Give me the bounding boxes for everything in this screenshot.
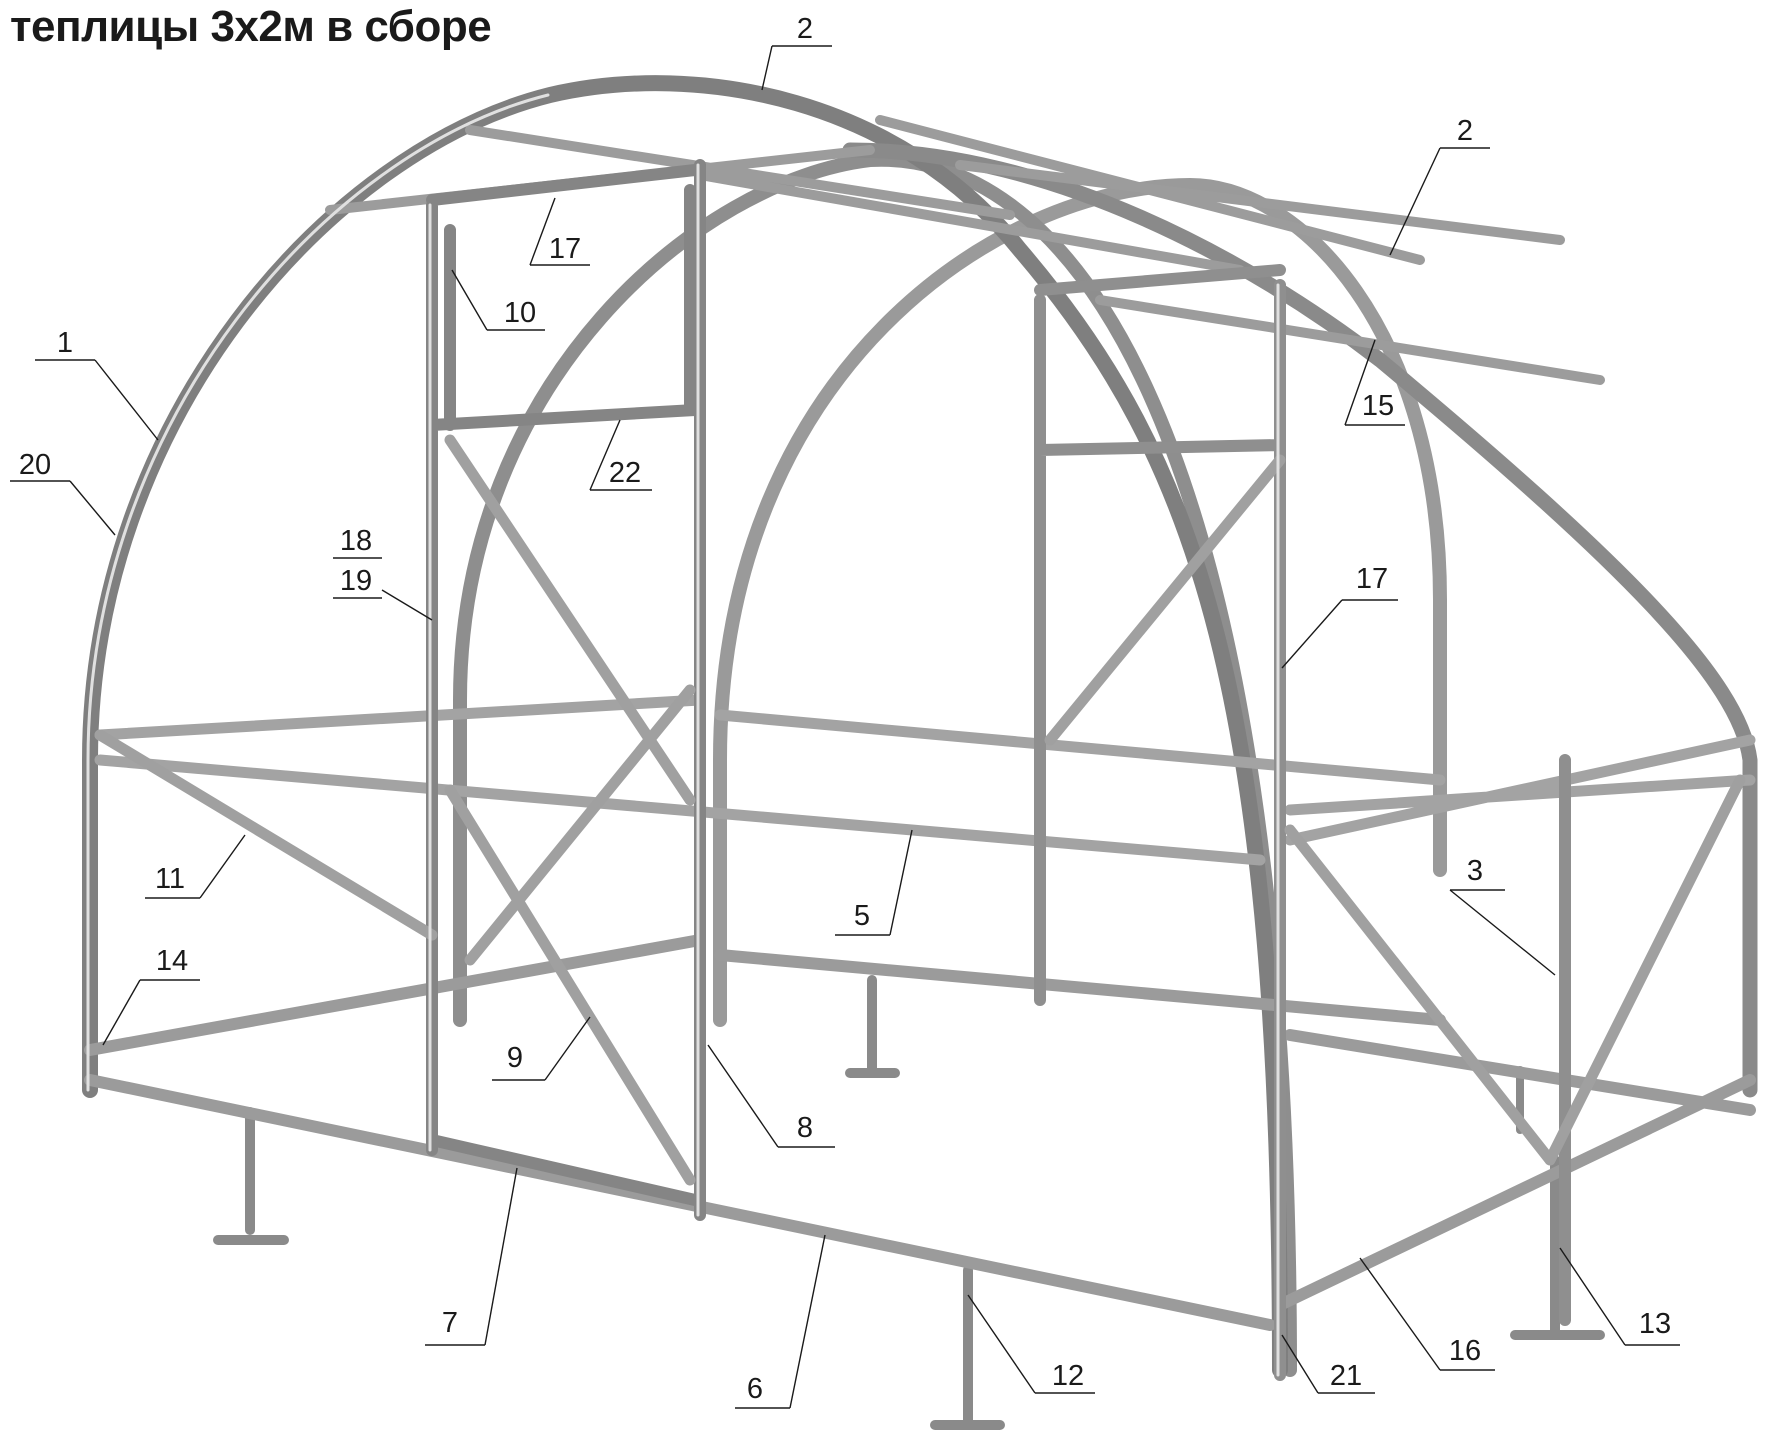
callout-3: 3 xyxy=(1449,855,1556,976)
greenhouse-frame xyxy=(82,75,1758,1430)
callout-number: 12 xyxy=(1052,1360,1084,1392)
callout-8: 8 xyxy=(707,1044,835,1148)
callout-number: 9 xyxy=(507,1042,523,1074)
diagonal-braces xyxy=(94,434,1746,1186)
callout-number: 20 xyxy=(19,449,51,481)
callout-number: 17 xyxy=(549,233,581,265)
callout-leader-line xyxy=(1344,339,1376,426)
callout-leader-line xyxy=(889,829,913,936)
callout-leader-line xyxy=(1281,599,1343,669)
callout-number: 14 xyxy=(156,945,188,977)
callout-18: 18 xyxy=(333,525,382,559)
callout-22: 22 xyxy=(589,419,652,491)
callout-12: 12 xyxy=(967,1294,1095,1394)
callout-17: 17 xyxy=(1281,563,1398,669)
callout-leader-line xyxy=(381,589,433,621)
callout-leader-line xyxy=(1559,1247,1626,1346)
callout-number: 1 xyxy=(57,327,73,359)
callout-number: 15 xyxy=(1362,390,1394,422)
callout-11: 11 xyxy=(145,834,246,899)
callout-5: 5 xyxy=(835,829,913,936)
callout-6: 6 xyxy=(735,1234,826,1409)
callout-leader-line xyxy=(589,419,621,491)
callout-leader-line xyxy=(1389,147,1441,256)
callout-number: 17 xyxy=(1356,563,1388,595)
back-arch xyxy=(713,178,1447,1027)
callout-leader-line xyxy=(94,359,159,441)
side-bars xyxy=(94,694,1756,866)
callout-number: 16 xyxy=(1449,1335,1481,1367)
callout-13: 13 xyxy=(1559,1247,1680,1346)
callout-leader-line xyxy=(102,979,141,1046)
callout-number: 7 xyxy=(442,1307,458,1339)
front-arch xyxy=(82,75,1288,1378)
callout-number: 6 xyxy=(747,1373,763,1405)
callout-number: 18 xyxy=(340,525,372,557)
callout-2: 2 xyxy=(761,13,832,91)
callout-leader-line xyxy=(789,1234,826,1409)
callout-number: 3 xyxy=(1467,855,1483,887)
callout-leader-line xyxy=(1449,889,1556,976)
callout-15: 15 xyxy=(1344,339,1405,426)
callout-leader-line xyxy=(761,45,773,91)
callout-leader-line xyxy=(544,1016,591,1081)
callout-number: 11 xyxy=(155,863,185,895)
callout-10: 10 xyxy=(451,269,545,331)
callout-leader-line xyxy=(707,1044,779,1148)
callout-leader-line xyxy=(69,480,116,536)
callout-number: 8 xyxy=(797,1112,813,1144)
callout-leader-line xyxy=(967,1294,1036,1394)
callout-number: 19 xyxy=(340,565,372,597)
callout-19: 19 xyxy=(333,565,433,621)
callout-number: 13 xyxy=(1639,1308,1671,1340)
callout-number: 10 xyxy=(504,297,536,329)
callout-9: 9 xyxy=(492,1016,591,1081)
callout-20: 20 xyxy=(10,449,116,536)
end-wall-frame xyxy=(1034,264,1571,1381)
callout-leader-line xyxy=(529,197,556,266)
callout-leader-line xyxy=(451,269,488,331)
callout-number: 21 xyxy=(1330,1360,1362,1392)
rear-right-arch xyxy=(842,142,1758,1098)
callout-number: 2 xyxy=(797,13,813,45)
tube-highlights xyxy=(86,93,1280,1377)
callout-1: 1 xyxy=(35,327,159,441)
callout-7: 7 xyxy=(425,1167,518,1346)
callout-leader-line xyxy=(484,1167,518,1346)
bottom-bars xyxy=(84,934,1756,1331)
callout-leader-line xyxy=(1359,1257,1441,1371)
callout-14: 14 xyxy=(102,945,200,1046)
callout-17: 17 xyxy=(529,197,590,266)
callout-leader-line xyxy=(199,834,246,899)
callout-16: 16 xyxy=(1359,1257,1495,1371)
callout-leader-line xyxy=(1281,1334,1319,1394)
callout-number: 2 xyxy=(1457,115,1473,147)
callout-21: 21 xyxy=(1281,1334,1375,1394)
diagram-title: теплицы 3х2м в сборе xyxy=(10,2,492,51)
callout-number: 5 xyxy=(854,900,870,932)
callout-number: 22 xyxy=(609,457,641,489)
door-frame xyxy=(426,159,706,1221)
callout-2: 2 xyxy=(1389,115,1490,256)
